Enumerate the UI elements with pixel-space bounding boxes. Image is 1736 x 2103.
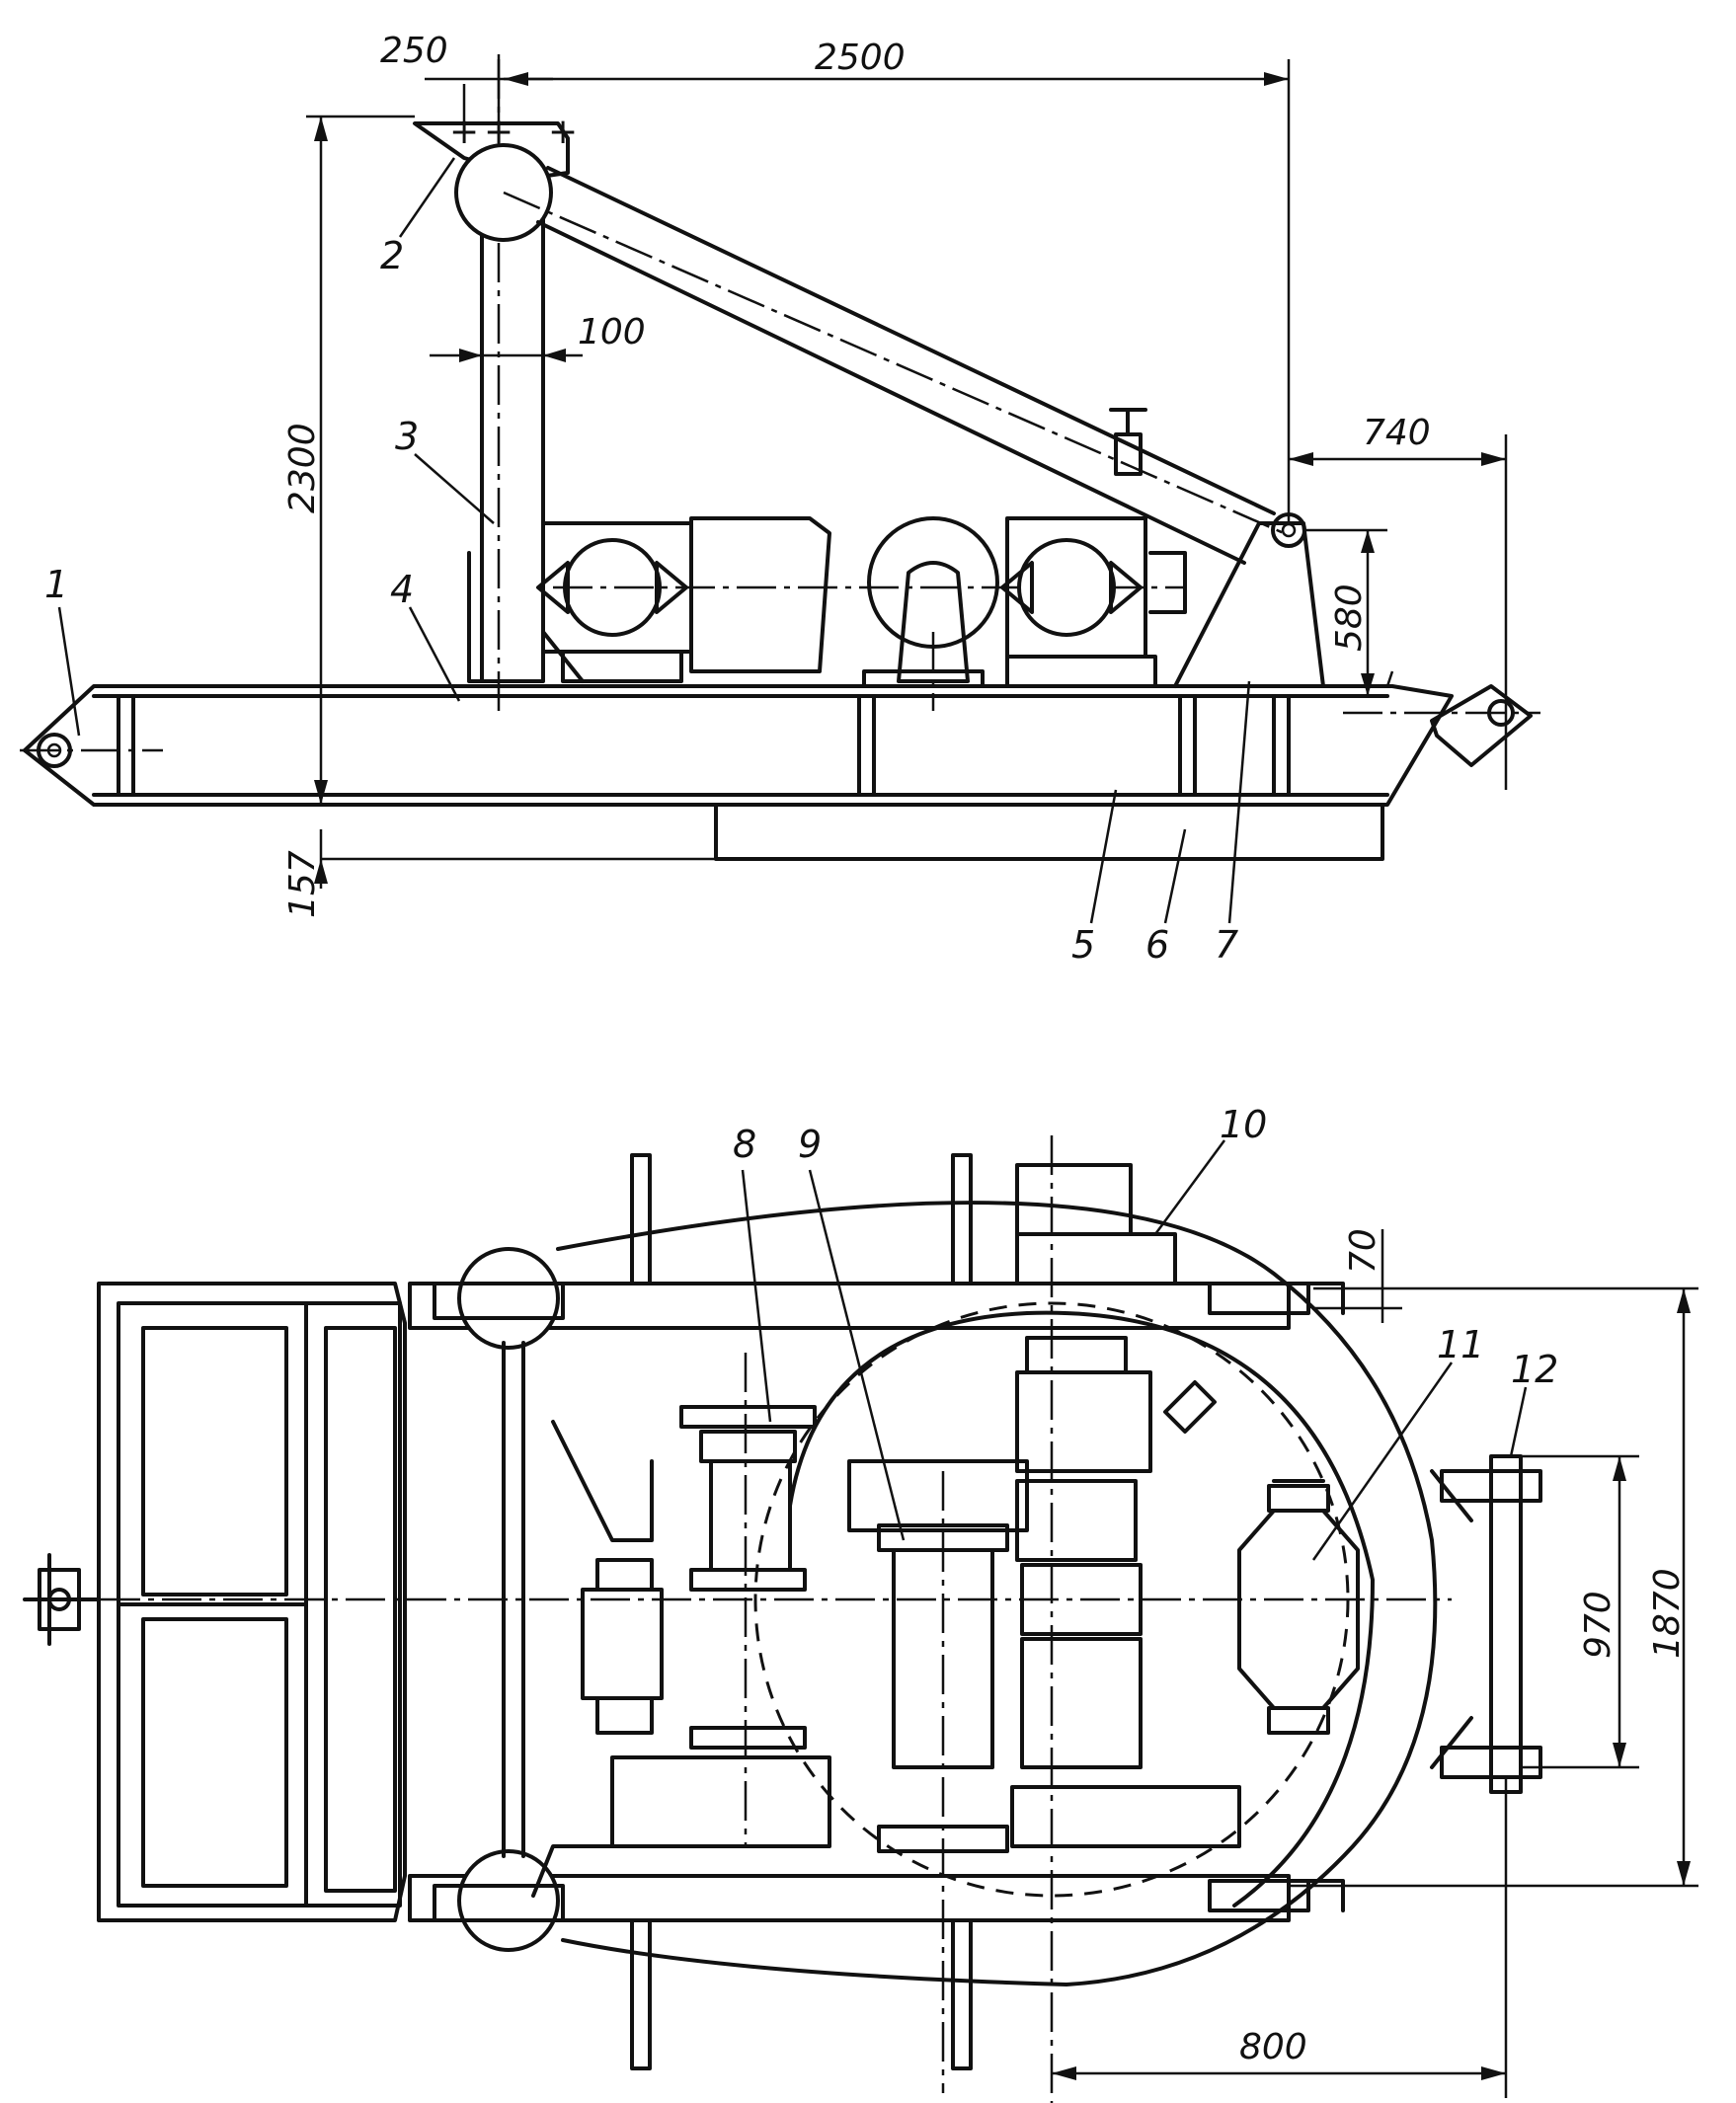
label-10: 10	[1220, 1103, 1267, 1146]
central-column	[1010, 1336, 1241, 1848]
dim-970: 970	[1578, 1591, 1618, 1659]
dim-70: 70	[1343, 1228, 1383, 1274]
side-view: + + +	[20, 31, 1540, 967]
pulley-11	[1237, 1479, 1360, 1735]
dim-2300: 2300	[282, 423, 323, 513]
dim-100: 100	[578, 312, 646, 352]
central-drum	[862, 516, 999, 711]
winch-right	[1000, 516, 1187, 688]
label-4: 4	[390, 568, 414, 611]
label-7: 7	[1215, 923, 1238, 967]
dim-580: 580	[1329, 584, 1370, 652]
dim-157: 157	[282, 850, 323, 918]
label-8: 8	[733, 1123, 756, 1166]
label-5: 5	[1071, 923, 1095, 967]
dim-2500: 2500	[815, 38, 906, 78]
dim-740: 740	[1363, 413, 1431, 453]
dim-1870: 1870	[1647, 1568, 1688, 1659]
boom	[503, 166, 1325, 688]
drum-9	[847, 1459, 1029, 2093]
motor-left	[531, 1420, 831, 1898]
label-1: 1	[44, 563, 68, 606]
svg-text:+: +	[548, 112, 578, 152]
stern-sheave-12	[1430, 1454, 1542, 1794]
label-12: 12	[1511, 1348, 1558, 1391]
drum-8	[679, 1353, 817, 1846]
top-frame-left	[23, 1282, 407, 1922]
top-leader-lines	[741, 1139, 1528, 1561]
dim-800: 800	[1239, 2027, 1307, 2067]
side-dimension-lines	[306, 54, 1508, 889]
dim-250: 250	[380, 31, 448, 71]
top-pulley: + + +	[413, 112, 578, 242]
label-11: 11	[1437, 1323, 1484, 1366]
motor-top	[1015, 1163, 1177, 1285]
pontoon-hull	[20, 670, 1540, 861]
label-9: 9	[798, 1123, 822, 1166]
label-6: 6	[1145, 923, 1169, 967]
rails	[408, 1153, 1345, 2070]
top-view: 70 970 1870 800 8 9 10 11 12	[23, 1103, 1698, 2103]
label-2: 2	[380, 234, 404, 277]
side-leader-lines	[57, 157, 1251, 924]
label-3: 3	[395, 415, 419, 458]
top-dimension-lines	[1052, 1229, 1698, 2098]
